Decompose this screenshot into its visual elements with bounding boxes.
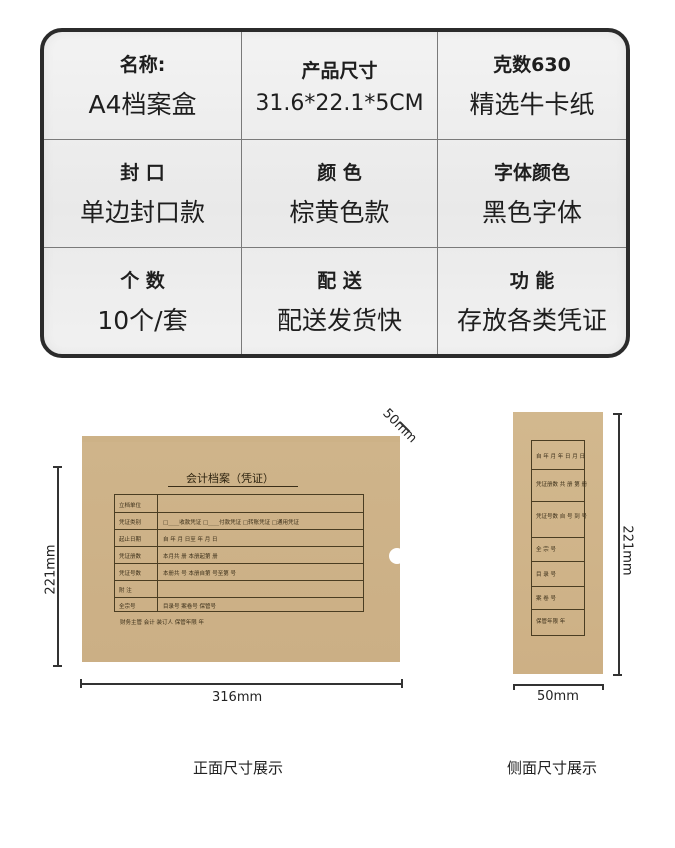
spec-cell-font-color: 字体颜色 黑色字体 (438, 140, 626, 248)
width-dimension-line (80, 683, 402, 685)
spec-cell-delivery: 配 送 配送发货快 (242, 248, 438, 354)
spec-value: 黑色字体 (481, 198, 582, 227)
spec-cell-seal: 封 口 单边封口款 (44, 140, 242, 248)
side-form-table (531, 440, 585, 636)
form-row-label: 凭证类别 (119, 520, 142, 526)
side-caption: 侧面尺寸展示 (507, 759, 598, 777)
form-divider (115, 529, 363, 530)
form-divider (115, 563, 363, 564)
dimension-tick (613, 413, 622, 415)
height-dimension-line (57, 466, 59, 666)
side-height-dimension-line (618, 413, 620, 675)
form-row-label: 附 注 (119, 588, 132, 594)
spec-value: 存放各类凭证 (456, 305, 607, 335)
spec-cell-size: 产品尺寸 31.6*22.1*5CM (242, 32, 438, 140)
spec-value: 配送发货快 (276, 305, 402, 335)
form-title-underline (168, 486, 298, 487)
envelope-notch (389, 548, 405, 564)
dimension-tick (53, 665, 62, 667)
form-divider (532, 586, 584, 587)
spec-value: 单边封口款 (79, 198, 205, 227)
form-row-label: 起止日期 (119, 537, 142, 543)
side-width-dimension-line (513, 684, 603, 686)
envelope-body (82, 442, 400, 662)
dimension-tick (401, 679, 403, 688)
spec-label: 个 数 (120, 269, 165, 292)
spec-cell-count: 个 数 10个/套 (44, 248, 242, 354)
side-row-label: 全 宗 号 (536, 547, 556, 553)
spec-label: 名称: (119, 54, 166, 76)
form-divider (532, 609, 584, 610)
form-row-detail: □____收款凭证 □____付款凭证 □转账凭证 □通用凭证 (163, 520, 300, 526)
spec-cell-weight: 克数630 精选牛卡纸 (438, 32, 626, 140)
side-row-label: 凭证号数 自 号 到 号 (536, 514, 587, 520)
spec-value: 棕黄色款 (289, 198, 390, 227)
form-row-detail: 自 年 月 日至 年 月 日 (163, 537, 218, 543)
dimension-tick (513, 684, 515, 690)
side-height-label: 221mm (619, 525, 635, 576)
dimension-tick (602, 684, 604, 690)
side-row-label: 自 年 月 年 日 月 日 (536, 454, 585, 460)
form-row-detail: 目录号 案卷号 保管号 (163, 604, 216, 610)
front-width-label: 316mm (212, 690, 263, 705)
form-divider (115, 580, 363, 581)
form-divider (115, 597, 363, 598)
form-divider (532, 501, 584, 502)
side-panel-image (513, 412, 603, 674)
form-row-label: 立档单位 (119, 503, 142, 509)
form-divider (115, 546, 363, 547)
spec-label: 功 能 (509, 269, 555, 292)
front-envelope-image (82, 436, 405, 664)
dimension-tick (613, 674, 622, 676)
side-row-label: 目 录 号 (536, 572, 556, 578)
form-divider (115, 512, 363, 513)
spec-cell-color: 颜 色 棕黄色款 (242, 140, 438, 248)
form-footer: 财务主管 会计 装订人 保管年限 年 (120, 620, 204, 626)
spec-value: 精选牛卡纸 (469, 90, 595, 119)
form-row-label: 全宗号 (119, 604, 136, 610)
spec-value: A4档案盒 (88, 90, 197, 119)
dimension-tick (53, 466, 62, 468)
form-row-label: 凭证册数 (119, 554, 142, 560)
form-row-detail: 本册共 号 本册自第 号至第 号 (163, 571, 236, 577)
form-row-detail: 本月共 册 本册起第 册 (163, 554, 218, 560)
side-row-label: 案 卷 号 (536, 596, 556, 602)
spec-label: 字体颜色 (493, 162, 570, 184)
dimension-tick (80, 679, 82, 688)
spec-cell-function: 功 能 存放各类凭证 (438, 248, 626, 354)
form-divider (532, 469, 584, 470)
form-divider (532, 561, 584, 562)
front-form-table: 立档单位 凭证类别 起止日期 凭证册数 凭证号数 附 注 全宗号 □____收款… (114, 494, 364, 612)
form-title: 会计档案（凭证） (186, 472, 274, 485)
form-divider (532, 537, 584, 538)
form-row-label: 凭证号数 (119, 571, 142, 577)
spec-label: 配 送 (317, 269, 362, 292)
spec-label: 封 口 (120, 162, 165, 184)
front-caption: 正面尺寸展示 (193, 759, 284, 777)
spec-grid: 名称: A4档案盒 产品尺寸 31.6*22.1*5CM 克数630 精选牛卡纸… (44, 32, 626, 354)
side-width-label: 50mm (537, 689, 579, 704)
spec-panel: 名称: A4档案盒 产品尺寸 31.6*22.1*5CM 克数630 精选牛卡纸… (40, 28, 630, 358)
spec-label: 克数630 (493, 54, 571, 76)
spec-value: 31.6*22.1*5CM (255, 90, 424, 116)
side-row-label: 保管年限 年 (536, 619, 566, 625)
spec-cell-name: 名称: A4档案盒 (44, 32, 242, 140)
front-height-label: 221mm (43, 544, 59, 595)
spec-value: 10个/套 (97, 305, 188, 335)
form-divider (157, 495, 158, 611)
spec-label: 产品尺寸 (301, 59, 378, 82)
side-row-label: 凭证册数 共 册 第 册 (536, 482, 587, 488)
spec-label: 颜 色 (317, 162, 362, 184)
